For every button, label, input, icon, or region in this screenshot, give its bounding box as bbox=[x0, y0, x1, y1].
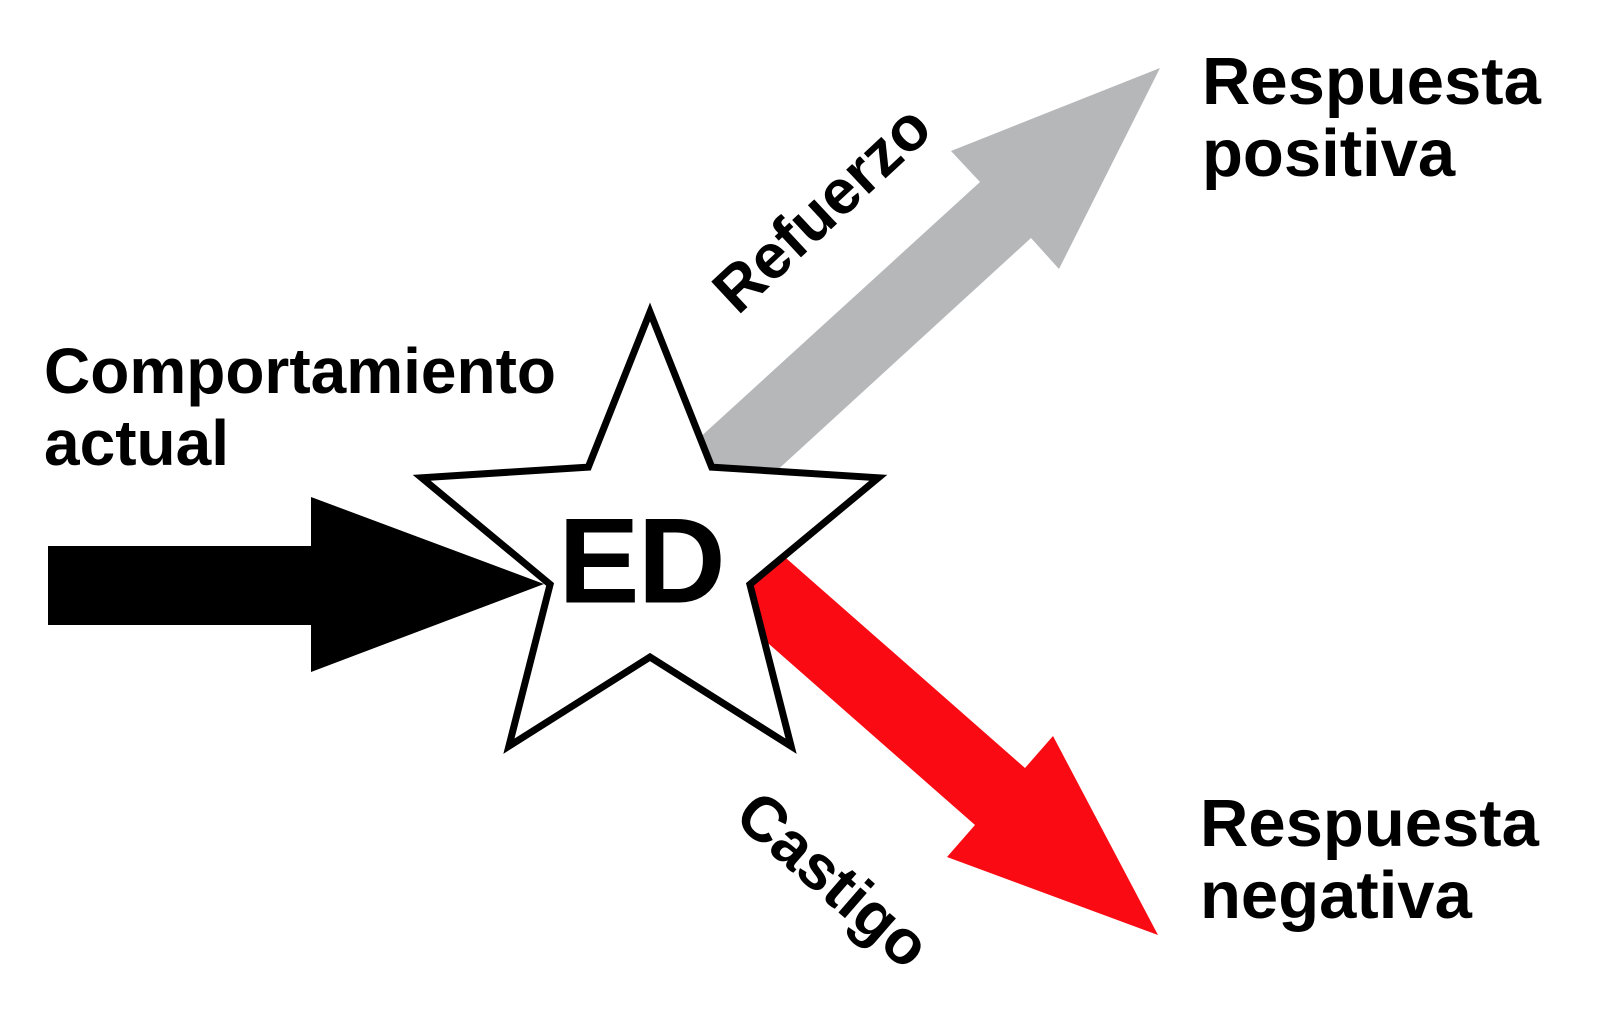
negative-response-label: Respuesta negativa bbox=[1200, 786, 1539, 934]
behavior-arrow-right bbox=[48, 497, 544, 672]
negative-response-line2: negativa bbox=[1200, 858, 1472, 934]
ed-star-label: ED bbox=[558, 492, 725, 629]
behavior-label: Comportamiento actual bbox=[44, 335, 556, 479]
reinforcement-arrow-up-right bbox=[662, 68, 1160, 528]
punishment-arrow-down-right bbox=[712, 537, 1158, 935]
positive-response-line1: Respuesta bbox=[1202, 44, 1541, 119]
positive-response-line2: positiva bbox=[1202, 116, 1456, 192]
star-shape bbox=[412, 302, 888, 754]
positive-response-label: Respuesta positiva bbox=[1202, 44, 1541, 192]
behavior-label-line2: actual bbox=[44, 406, 229, 479]
behavior-label-line1: Comportamiento bbox=[44, 335, 556, 407]
negative-response-line1: Respuesta bbox=[1200, 786, 1539, 861]
